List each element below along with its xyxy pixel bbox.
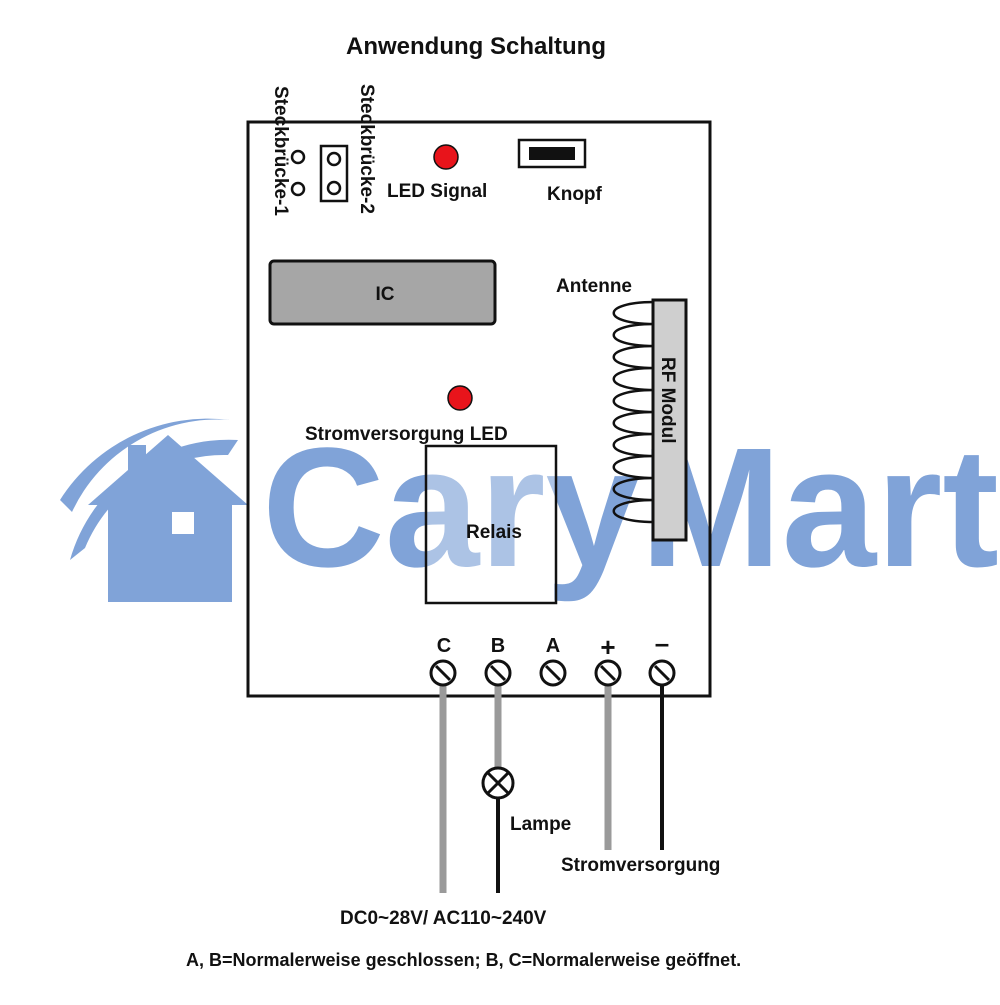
power-supply-label: Stromversorgung <box>561 855 720 876</box>
power-led <box>447 385 473 411</box>
jumper1-label: Steckbrücke-1 <box>270 86 291 216</box>
terminal-minus <box>648 659 676 687</box>
terminal-label-a: A <box>546 635 560 657</box>
button-actuator <box>529 147 575 160</box>
ic-chip <box>268 259 497 326</box>
lamp-label: Lampe <box>510 814 571 835</box>
terminal-label-minus: – <box>655 628 669 658</box>
watermark-text: CaryMart <box>262 413 999 603</box>
watermark: CaryMart <box>60 413 999 603</box>
lamp-icon <box>481 766 515 800</box>
power-led-label: Stromversorgung LED <box>305 424 508 445</box>
antenna-label: Antenne <box>556 276 632 297</box>
led-signal-label: LED Signal <box>387 181 487 202</box>
relay-label: Relais <box>466 522 522 543</box>
board-outline <box>246 120 712 698</box>
watermark-swoosh-2 <box>60 418 230 512</box>
jumper2-pin-bottom <box>326 180 342 196</box>
ic-label: IC <box>376 284 395 305</box>
terminal-b <box>484 659 512 687</box>
button-label: Knopf <box>547 184 603 205</box>
diagram-title: Anwendung Schaltung <box>346 33 606 60</box>
terminal-c <box>429 659 457 687</box>
jumper1-pin-top <box>290 149 306 165</box>
voltage-label: DC0~28V/ AC110~240V <box>340 908 547 929</box>
terminal-label-plus: + <box>600 632 615 662</box>
signal-led <box>433 144 459 170</box>
rf-module-label: RF Modul <box>657 357 678 444</box>
jumper1-pin-bottom <box>290 181 306 197</box>
rf-module <box>651 298 688 542</box>
terminal-a <box>539 659 567 687</box>
terminal-label-c: C <box>437 635 451 657</box>
jumper2-pin-top <box>326 151 342 167</box>
relay <box>424 444 558 605</box>
house-icon <box>88 435 248 602</box>
footnote: A, B=Normalerweise geschlossen; B, C=Nor… <box>186 950 741 970</box>
jumper2-label: Steckbrücke-2 <box>356 84 377 214</box>
terminal-label-b: B <box>491 635 505 657</box>
terminal-plus <box>594 659 622 687</box>
